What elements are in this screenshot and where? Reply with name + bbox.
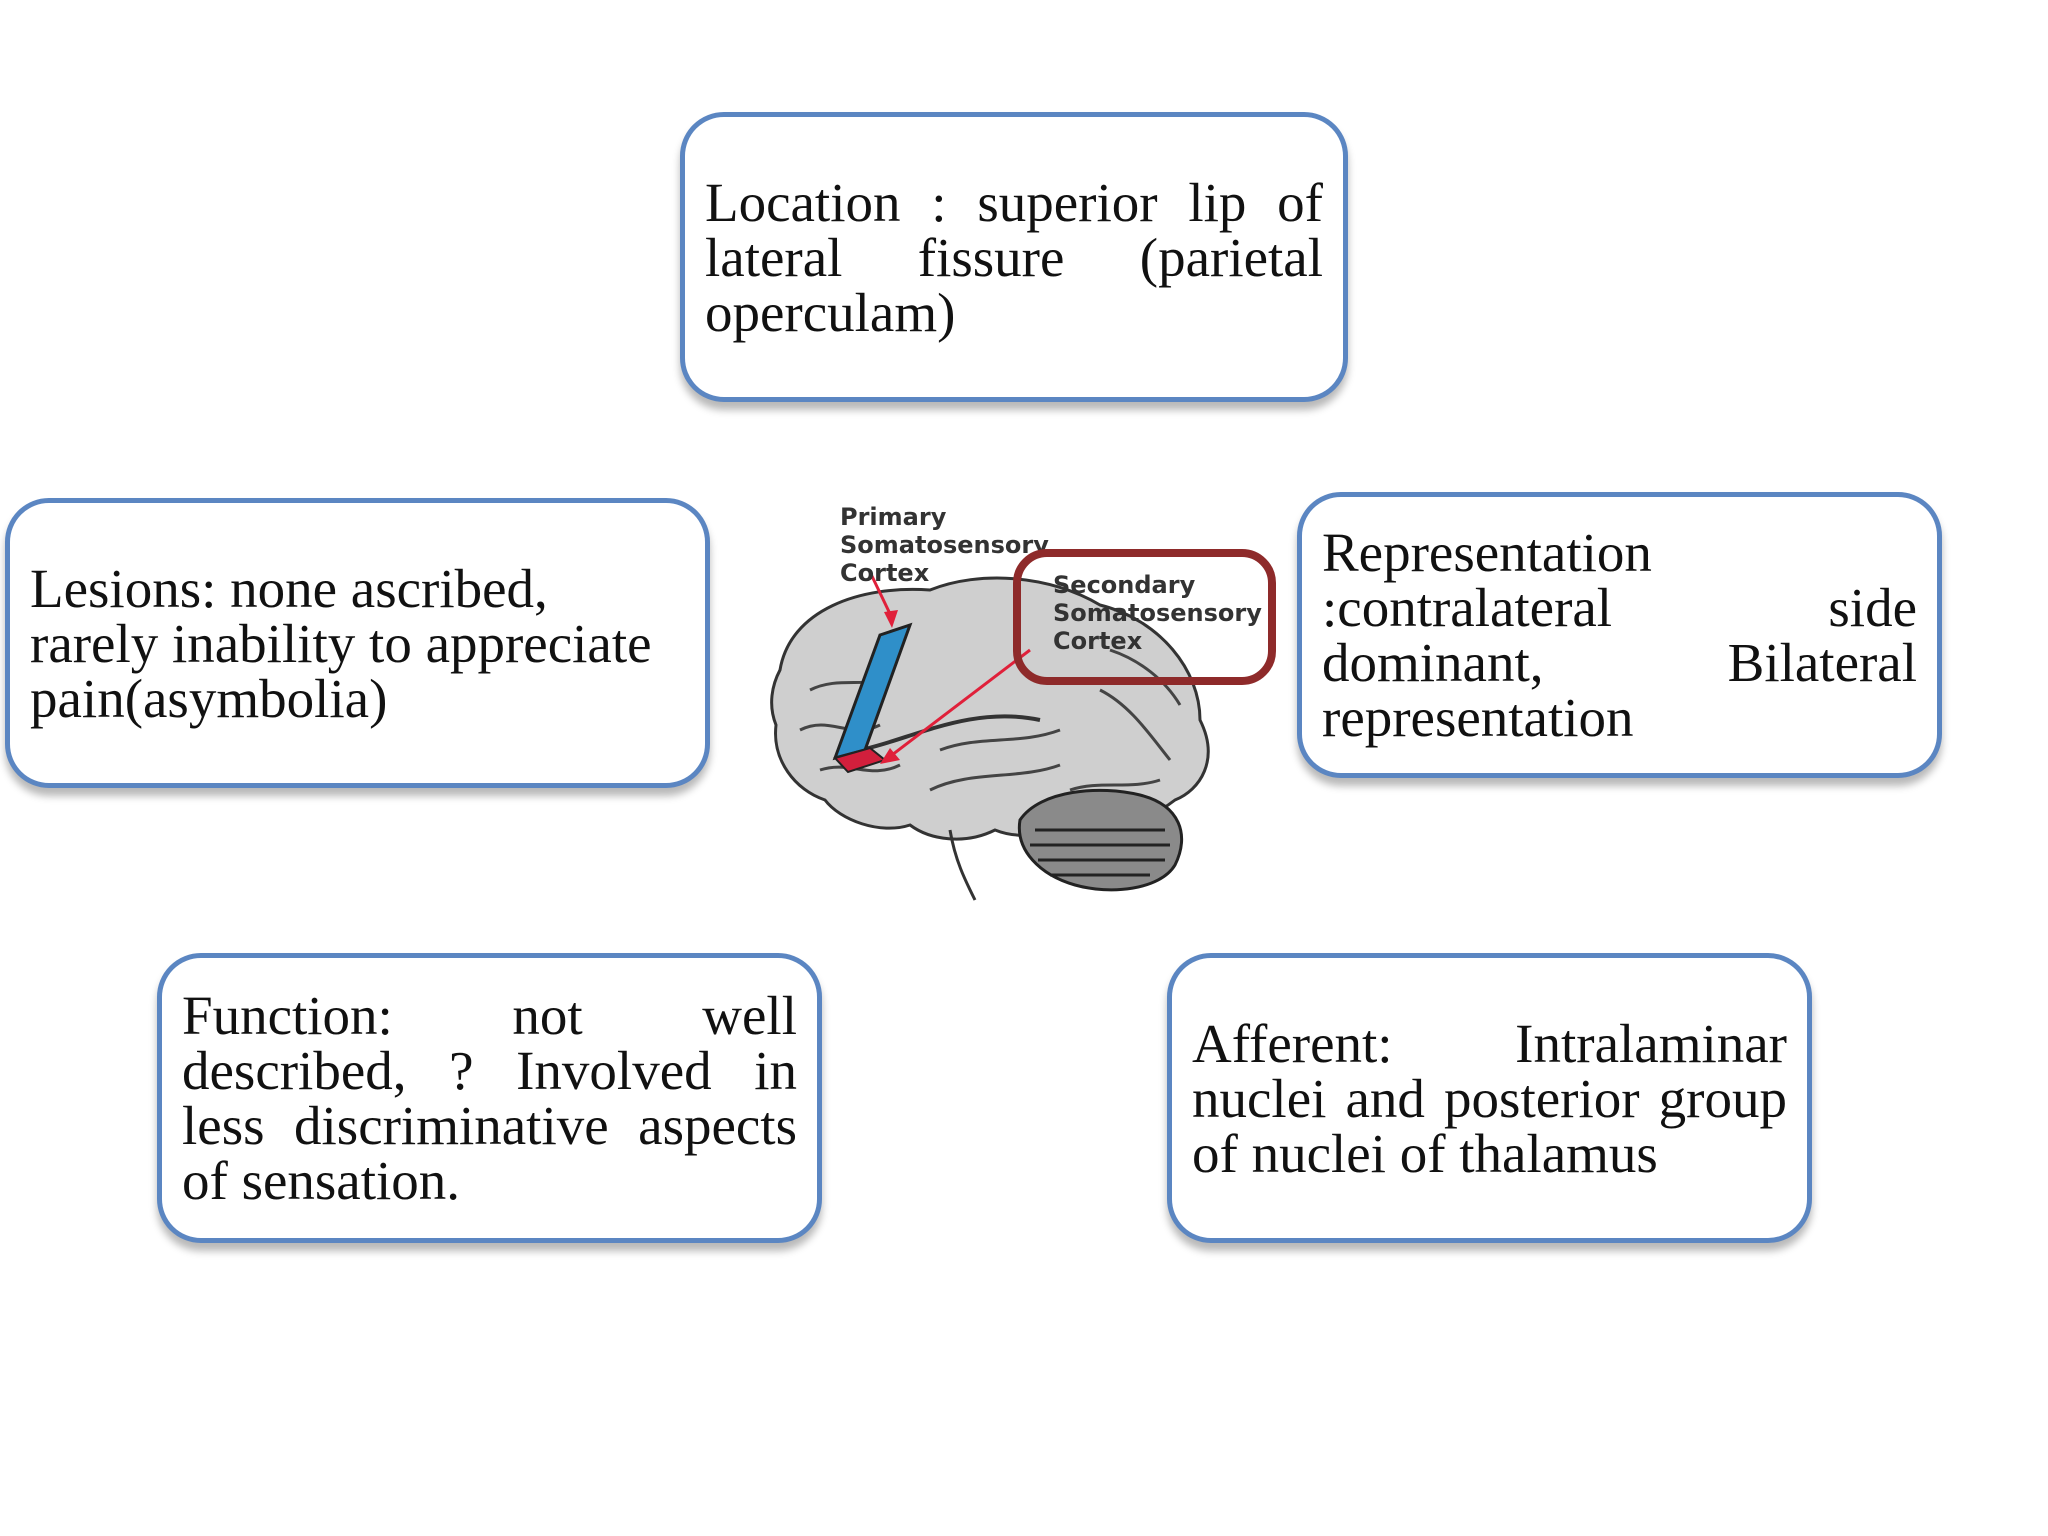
location-card: Location : superior lip of lateral fissu… — [680, 112, 1348, 402]
afferent-text: Afferent: Intralaminar nuclei and poster… — [1192, 1012, 1787, 1184]
function-card: Function: not well described, ? Involved… — [157, 953, 822, 1243]
secondary-highlight-box — [1013, 549, 1276, 685]
secondary-label-line-2: Somatosensory — [1053, 599, 1262, 627]
brain-illustration: Primary Somatosensory Cortex Secondary S… — [720, 490, 1290, 910]
secondary-label-line-1: Secondary — [1053, 571, 1196, 599]
location-text: Location : superior lip of lateral fissu… — [705, 171, 1323, 343]
primary-label-line-3: Cortex — [840, 559, 930, 587]
afferent-card: Afferent: Intralaminar nuclei and poster… — [1167, 953, 1812, 1243]
representation-card: Representation :contralateral side domin… — [1297, 492, 1942, 778]
primary-label-line-2: Somatosensory — [840, 531, 1049, 559]
lesions-text: Lesions: none ascribed, rarely inability… — [30, 557, 652, 729]
lesions-card: Lesions: none ascribed, rarely inability… — [5, 498, 710, 788]
representation-text: Representation :contralateral side domin… — [1322, 522, 1917, 748]
brain-cerebellum — [1017, 788, 1184, 892]
function-text: Function: not well described, ? Involved… — [182, 985, 797, 1211]
primary-label-line-1: Primary — [840, 503, 947, 531]
secondary-label-line-3: Cortex — [1053, 627, 1143, 655]
